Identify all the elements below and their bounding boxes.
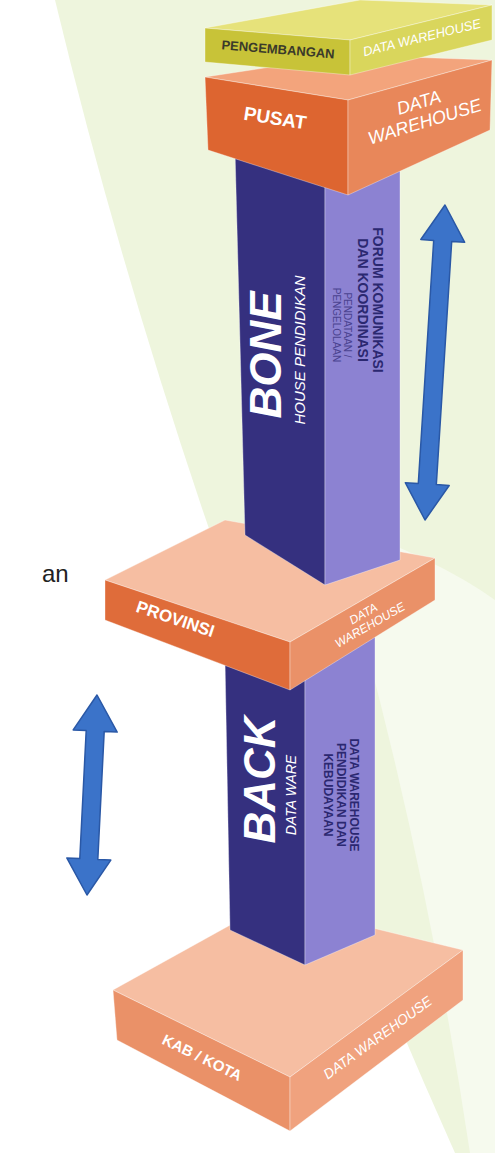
- pillar-text: BACK: [236, 710, 284, 850]
- pillar-face: [105, 580, 290, 690]
- double-arrow: [405, 205, 464, 520]
- pillar-text: DATA WAREHOUSE PENDIDIKAN DAN KEBUDAYAAN: [320, 728, 360, 863]
- pillar-text: PENDATAAN / PENGELOLAAN: [331, 278, 353, 373]
- double-arrow: [67, 695, 117, 895]
- pillar-face: [113, 990, 290, 1131]
- pillar-text: FORUM KOMUNIKASI DAN KOORDINASI: [355, 215, 386, 385]
- pillar-face: [325, 150, 400, 585]
- pillar-slab: PENGEMBANGANDATA WAREHOUSE: [200, 0, 495, 80]
- pillar-face: [225, 660, 305, 965]
- pillar-text: BONE: [242, 285, 290, 425]
- pillar-slab: PUSATDATA WAREHOUSE: [200, 55, 495, 205]
- pillar-face: [290, 950, 463, 1131]
- pillar-face: [235, 150, 325, 585]
- pillar-face: [305, 630, 375, 965]
- pillar-text: DATA WARE: [284, 735, 299, 855]
- pillar-column: BONEHOUSE PENDIDIKAN FORUM KOMUNIKASI DAN…: [230, 150, 405, 590]
- cut-off-text: an: [42, 560, 69, 588]
- green-band: [55, 0, 495, 1153]
- pillar-shape: [200, 55, 495, 205]
- pillar-text: HOUSE PENDIDIKAN: [292, 255, 309, 445]
- pillar-face: [348, 60, 492, 195]
